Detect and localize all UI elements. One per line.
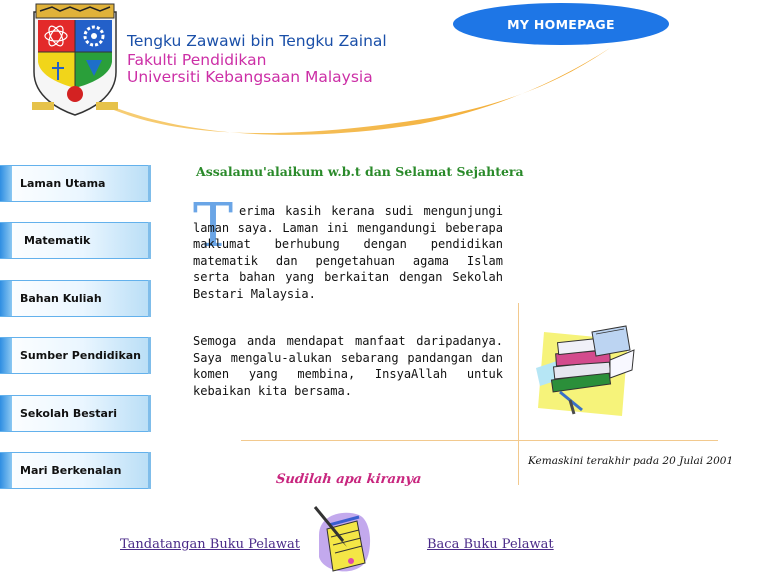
sign-guestbook-link[interactable]: Tandatangan Buku Pelawat [120, 537, 300, 552]
nav-item-label: Bahan Kuliah [20, 292, 102, 305]
author-name: Tengku Zawawi bin Tengku Zainal [127, 32, 387, 50]
intro-paragraph: erima kasih kerana sudi mengunjungi lama… [193, 204, 503, 301]
greeting-heading: Assalamu'alaikum w.b.t dan Selamat Sejah… [196, 164, 524, 179]
drop-cap: T [193, 191, 234, 261]
read-guestbook-link[interactable]: Baca Buku Pelawat [427, 537, 554, 552]
nav-item-matematik[interactable]: Matematik [0, 222, 151, 259]
nav-item-label: Sekolah Bestari [20, 407, 118, 420]
my-homepage-button[interactable]: MY HOMEPAGE [453, 3, 669, 45]
nav-item-label: Laman Utama [20, 177, 106, 190]
invite-text: Sudilah apa kiranya [275, 472, 423, 487]
university-crest-icon [32, 3, 118, 116]
nav-item-label: Matematik [24, 234, 91, 247]
divider-horizontal [241, 440, 718, 441]
notepad-pen-icon[interactable] [313, 505, 375, 575]
nav-item-laman-utama[interactable]: Laman Utama [0, 165, 151, 202]
nav-item-label: Sumber Pendidikan [20, 349, 142, 362]
divider-vertical [518, 303, 519, 485]
books-clipart-icon [536, 325, 635, 416]
faculty-name: Fakulti Pendidikan [127, 51, 267, 69]
nav-item-mari-berkenalan[interactable]: Mari Berkenalan [0, 452, 151, 489]
last-updated-text: Kemaskini terakhir pada 20 Julai 2001 [528, 455, 734, 467]
nav-item-label: Mari Berkenalan [20, 464, 122, 477]
welcome-paragraph: Semoga anda mendapat manfaat daripadanya… [193, 334, 503, 398]
my-homepage-label: MY HOMEPAGE [507, 16, 615, 32]
nav-item-sekolah-bestari[interactable]: Sekolah Bestari [0, 395, 151, 432]
nav-item-sumber-pendidikan[interactable]: Sumber Pendidikan [0, 337, 151, 374]
nav-item-bahan-kuliah[interactable]: Bahan Kuliah [0, 280, 151, 317]
university-name: Universiti Kebangsaan Malaysia [127, 68, 373, 86]
